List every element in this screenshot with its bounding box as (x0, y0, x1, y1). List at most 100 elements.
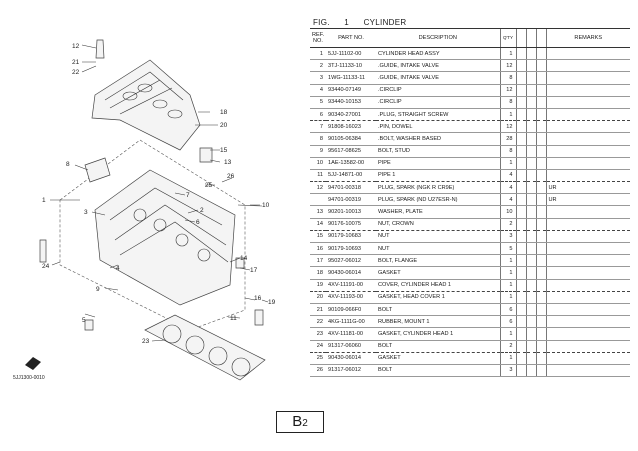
callout-12: 12 (72, 43, 80, 50)
blank-cell (535, 218, 546, 231)
callout-15: 15 (220, 147, 228, 154)
blank-cell (535, 47, 546, 61)
callout-24: 24 (42, 263, 50, 270)
blank-cell (515, 364, 526, 378)
blank-cell (535, 352, 546, 365)
blank-cell (515, 205, 526, 219)
blank-cell (515, 96, 526, 109)
blank-cell (525, 279, 536, 292)
ref-no-cell: 17 (310, 254, 326, 268)
description-cell: .GUIDE, INTAKE VALVE (376, 59, 500, 73)
blank-cell (525, 84, 536, 97)
blank-cell (515, 218, 526, 231)
qty-cell: 3 (499, 364, 516, 378)
part-no-cell: 4XV-11193-00 (326, 291, 376, 304)
remarks-cell (545, 132, 630, 146)
remarks-cell (545, 242, 630, 256)
ref-no-cell: 25 (310, 352, 326, 365)
blank-cell (515, 145, 526, 158)
qty-cell: 4 (499, 169, 516, 183)
blank-cell (525, 145, 536, 158)
description-cell: BOLT (376, 340, 500, 353)
blank-cell (535, 266, 546, 280)
callout-labels: 12 21 22 18 20 15 13 8 25 26 10 1 3 2 6 … (42, 43, 276, 345)
part-no-cell: 5JJ-11102-00 (326, 47, 376, 61)
blank-cell (525, 218, 536, 231)
qty-cell: 4 (499, 181, 516, 195)
ref-no-cell: 5 (310, 96, 326, 109)
blank-cell (535, 132, 546, 146)
callout-11: 11 (230, 315, 237, 322)
head-outline (59, 139, 246, 331)
blank-cell (515, 71, 526, 85)
blank-cell (525, 291, 536, 304)
blank-cell (525, 230, 536, 244)
description-cell: GASKET (376, 266, 500, 280)
part-no-cell: 91317-06012 (326, 364, 376, 378)
part-no-cell: 94701-00319 (326, 193, 376, 207)
col-blank-1 (515, 28, 526, 48)
remarks-cell (545, 96, 630, 109)
callout-19: 19 (268, 299, 276, 306)
callout-10: 10 (262, 202, 270, 209)
figure-title: FIG. 1 CYLINDER (313, 18, 418, 27)
ref-no-cell: 13 (310, 205, 326, 219)
qty-cell: 3 (499, 230, 516, 244)
qty-cell: 12 (499, 120, 516, 134)
qty-cell: 1 (499, 47, 516, 61)
blank-cell (525, 181, 536, 195)
blank-cell (515, 181, 526, 195)
remarks-cell (545, 340, 630, 353)
blank-cell (525, 327, 536, 341)
blank-cell (525, 132, 536, 146)
blank-cell (535, 327, 546, 341)
qty-cell: 2 (499, 218, 516, 231)
description-cell: BOLT (376, 303, 500, 317)
part-no-cell: 94701-00318 (326, 181, 376, 195)
blank-cell (525, 71, 536, 85)
part-no-cell: 90109-066F0 (326, 303, 376, 317)
description-cell: GASKET (376, 352, 500, 365)
part-no-cell: 3TJ-11133-10 (326, 59, 376, 73)
part-no-cell: 90176-10075 (326, 218, 376, 231)
qty-cell: 28 (499, 132, 516, 146)
qty-cell: 1 (499, 108, 516, 122)
ref-no-cell: 21 (310, 303, 326, 317)
qty-cell: 1 (499, 291, 516, 304)
blank-cell (535, 84, 546, 97)
blank-cell (535, 315, 546, 329)
blank-cell (535, 96, 546, 109)
description-cell: PIPE (376, 157, 500, 170)
description-cell: PIPE 1 (376, 169, 500, 183)
remarks-cell (545, 266, 630, 280)
remarks-cell (545, 169, 630, 183)
col-blank-3 (535, 28, 546, 48)
blank-cell (515, 230, 526, 244)
col-description: DESCRIPTION (376, 28, 500, 48)
ref-no-cell: 23 (310, 327, 326, 341)
part-no-cell: 4KG-1111G-00 (326, 315, 376, 329)
page-indicator: B2 (276, 411, 324, 433)
part-no-cell: 93440-10153 (326, 96, 376, 109)
qty-cell: 2 (499, 340, 516, 353)
qty-cell: 4 (499, 193, 516, 207)
qty-cell: 1 (499, 327, 516, 341)
description-cell: .CIRCLIP (376, 96, 500, 109)
blank-cell (525, 108, 536, 122)
part-no-cell: 1AE-13582-00 (326, 157, 376, 170)
callout-26: 26 (227, 173, 235, 180)
blank-cell (515, 315, 526, 329)
blank-cell (515, 47, 526, 61)
part-no-cell: 90179-10693 (326, 242, 376, 256)
qty-cell: 8 (499, 96, 516, 109)
